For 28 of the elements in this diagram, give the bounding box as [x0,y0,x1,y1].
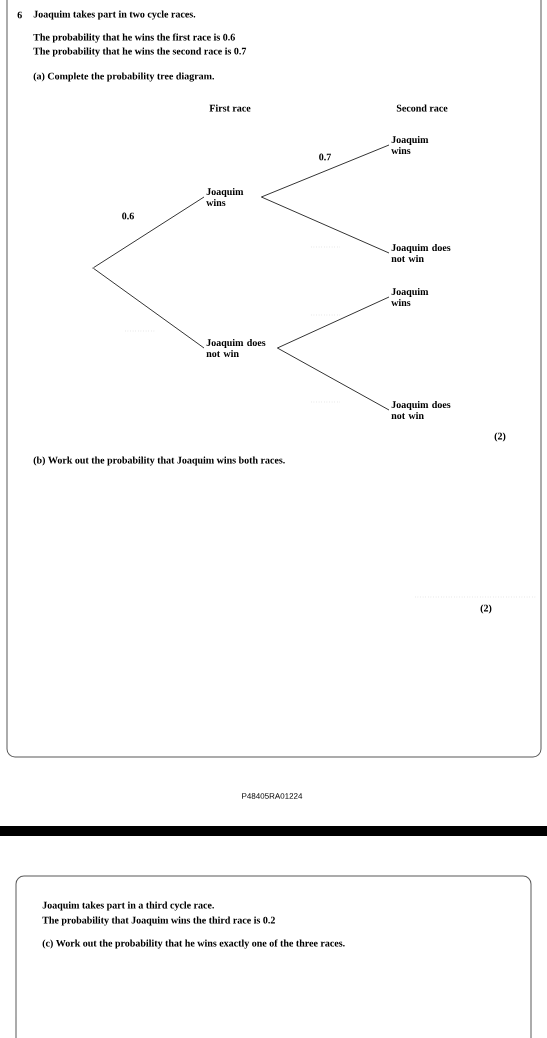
tree-branch [277,347,390,411]
column-heading: Second race [396,104,448,112]
question-text: Joaquim takes part in two cycle races. [33,10,196,20]
question-text: Joaquim takes part in a third cycle race. [42,901,214,911]
tree-branch [93,268,205,349]
marks-label: (2) [480,604,492,614]
question-text: The probability that he wins the second race is 0.7 [33,47,247,57]
edge-label: 0.6 [120,211,136,221]
edge-label: 0.7 [317,152,333,162]
marks-label: (2) [494,432,506,442]
barcode-number: P48405RA01224 [242,793,303,799]
question-text: (b) Work out the probability that Joaquim wins both races. [33,456,285,466]
question-text: The probability that he wins the first race is 0.6 [33,33,235,43]
outcome-label: Joaquim does not win [391,244,451,262]
question-number: 6 [17,11,22,19]
outcome-label: Joaquim does not win [206,339,266,357]
outcome-label: Joaquim wins [391,288,429,306]
column-heading: First race [209,104,251,112]
tree-branch [93,196,205,268]
outcome-label: Joaquim does not win [391,401,451,419]
question-text: The probability that Joaquim wins the third race is 0.2 [42,916,275,926]
question-text: (a) Complete the probability tree diagram. [33,72,214,82]
question-text: (c) Work out the probability that he wins exactly one of the three races. [42,939,345,949]
outcome-label: Joaquim wins [391,136,429,154]
tree-branch [261,144,390,198]
outcome-label: Joaquim wins [206,188,244,206]
tree-branch [261,196,390,254]
tree-branch [277,296,390,349]
